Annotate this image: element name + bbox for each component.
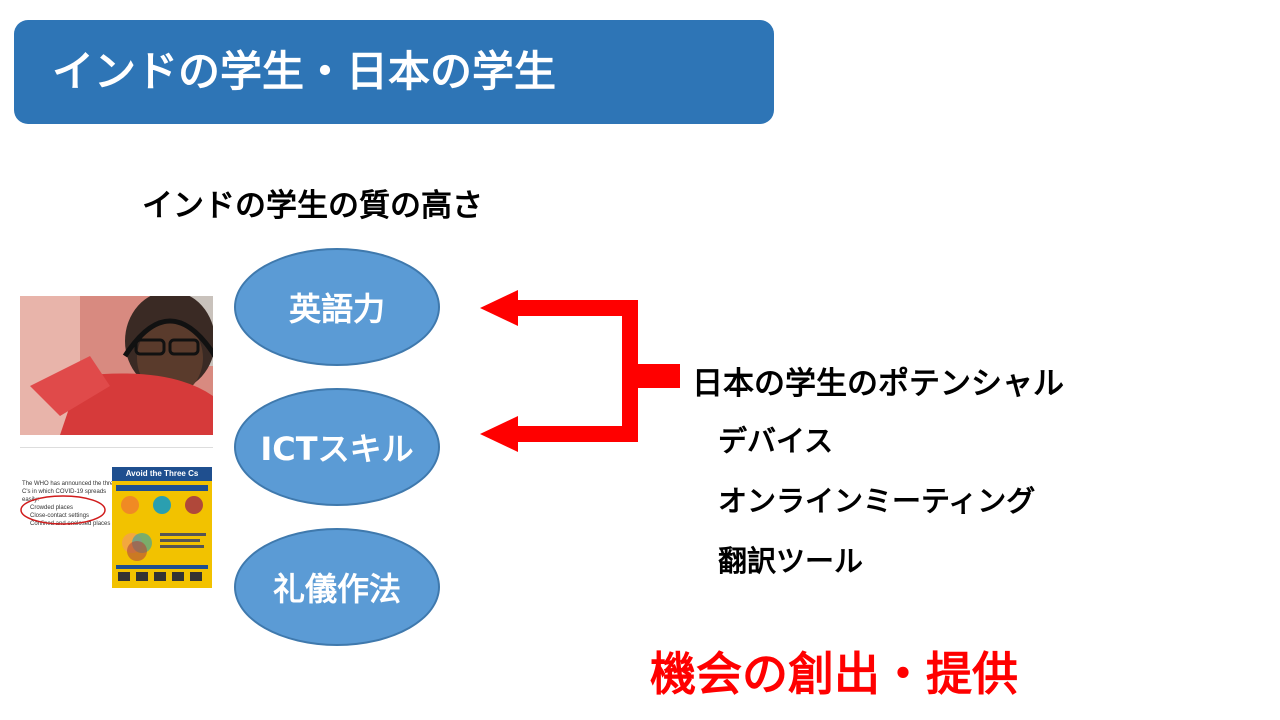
slide-title: インドの学生・日本の学生 [52,47,557,96]
arrow-upper-head [480,290,518,326]
arrow-lower-shaft [516,426,638,442]
conclusion-text: 機会の創出・提供 [650,647,1018,701]
student-photo [20,296,213,435]
document-line: The WHO has announced the three [22,481,117,487]
document-line: C's in which COVID-19 spreads easily: [22,489,107,503]
bracket-stem [622,364,680,388]
document-line: Crowded places [30,505,74,511]
strength-oval-ict: ICTスキル [234,388,440,506]
potential-title: 日本の学生のポテンシャル [692,366,1064,402]
slide-subtitle: インドの学生の質の高さ [142,188,483,224]
embedded-document: The WHO has announced the three C's in w… [20,447,213,588]
potential-item-online-meeting: オンラインミーティング [718,484,1036,518]
strength-oval-manners: 礼儀作法 [234,528,440,646]
potential-item-device: デバイス [718,424,834,458]
arrow-upper-shaft [516,300,638,316]
arrow-lower-head [480,416,518,452]
red-circle-highlight [20,495,106,525]
title-banner: インドの学生・日本の学生 [14,20,774,124]
potential-item-translation-tool: 翻訳ツール [718,544,864,578]
poster-title: Avoid the Three Cs [112,467,212,481]
document-line: Close-contact settings [30,513,90,519]
three-cs-poster: Avoid the Three Cs [112,467,212,588]
strength-oval-english: 英語力 [234,248,440,366]
